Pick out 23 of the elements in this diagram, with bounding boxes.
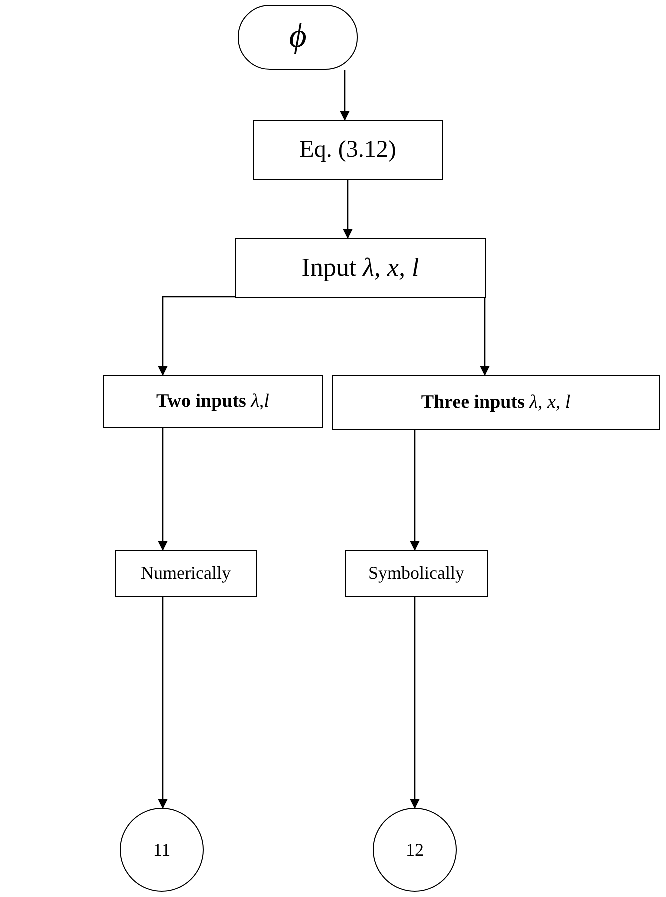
arrow <box>343 180 353 239</box>
node-label: Two inputs λ,l <box>156 390 270 414</box>
arrow <box>480 298 490 376</box>
process-box <box>253 120 443 180</box>
node-label: Symbolically <box>368 562 464 585</box>
node-label: 12 <box>406 838 424 862</box>
arrow <box>410 430 420 551</box>
node-label: Three inputs λ, x, l <box>421 390 571 414</box>
process-box <box>345 550 488 597</box>
process-box <box>115 550 257 597</box>
arrow <box>410 597 420 809</box>
node-label: ϕ <box>289 17 307 58</box>
arrow <box>158 428 168 551</box>
process-box <box>103 375 323 428</box>
arrow <box>158 597 168 809</box>
arrow <box>158 296 235 376</box>
arrow <box>340 70 350 121</box>
node-label: 11 <box>153 838 171 862</box>
process-box <box>235 238 486 298</box>
node-label: Numerically <box>141 562 231 585</box>
node-label: Input λ, x, l <box>302 252 420 284</box>
process-box <box>332 375 660 430</box>
node-label: Eq. (3.12) <box>300 136 396 165</box>
